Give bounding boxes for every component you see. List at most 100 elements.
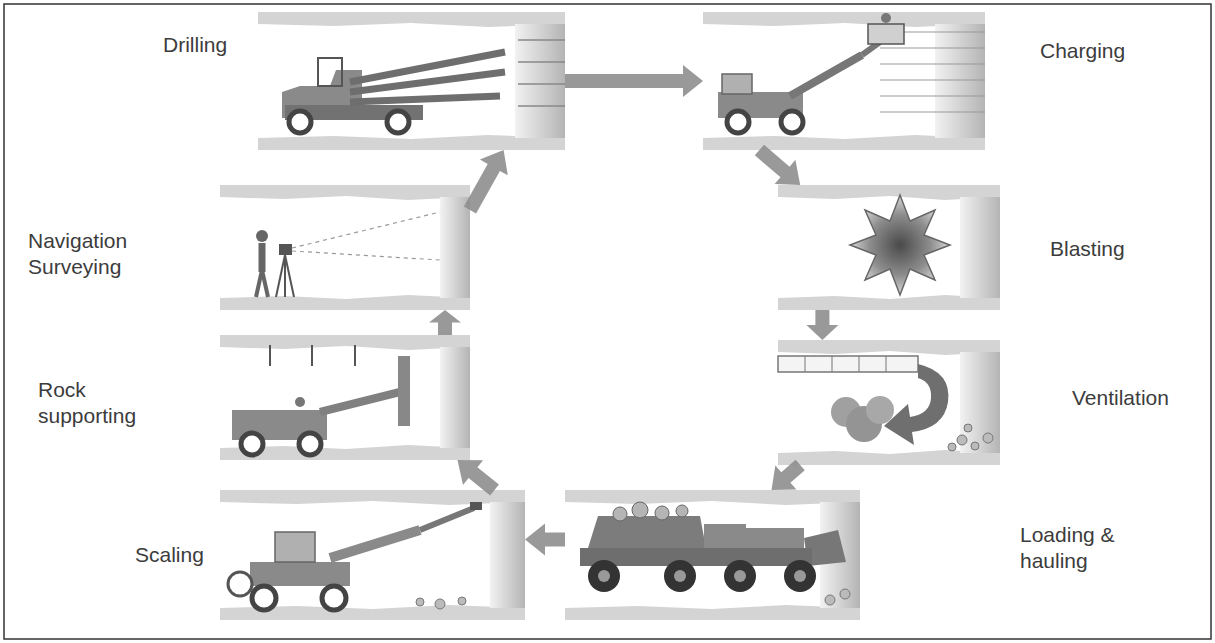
scaling-pick <box>470 502 482 510</box>
flow-arrow <box>429 310 461 335</box>
wheel <box>588 560 620 592</box>
wheel <box>252 586 276 610</box>
truck-box <box>588 516 706 548</box>
duct-joint <box>859 356 860 372</box>
muck-rock <box>948 443 956 451</box>
process-panel: Loading & hauling <box>565 490 860 620</box>
rock-bolt <box>354 345 356 366</box>
wheel-hub <box>598 570 610 582</box>
process-panel: Drilling <box>258 12 565 150</box>
rock-band <box>565 605 860 620</box>
muck-rock <box>957 435 967 445</box>
duct-joint <box>832 356 833 372</box>
muck-rock <box>613 507 627 521</box>
muck-rock <box>655 506 669 520</box>
wheel-hub <box>794 570 806 582</box>
step-label: Rock supporting <box>38 377 150 429</box>
rock-bolt <box>311 345 313 366</box>
muck-rock <box>458 597 466 605</box>
drill-boom <box>350 72 505 92</box>
wheel-hub <box>674 570 686 582</box>
tunnel-face <box>440 197 470 298</box>
muck-rock <box>971 442 979 450</box>
step-label: Charging <box>1040 38 1160 64</box>
duct-joint <box>805 356 806 372</box>
step-label: Ventilation <box>1072 385 1202 411</box>
drill-hole <box>518 61 565 63</box>
process-panel: Rock supporting <box>220 335 470 460</box>
muck-rock <box>840 589 850 599</box>
wheel <box>784 560 816 592</box>
scaler-cab <box>275 532 315 562</box>
scaler-boom <box>420 508 474 530</box>
flow-arrow <box>464 150 508 213</box>
wheel-hub <box>734 570 746 582</box>
tripod-leg <box>284 255 286 297</box>
flow-arrow <box>806 310 838 340</box>
drill-hole <box>880 47 985 48</box>
wheel <box>664 560 696 592</box>
drill-hole <box>880 79 985 80</box>
muck-rock <box>964 424 972 432</box>
vehicle-chassis <box>580 548 812 566</box>
fume-cloud <box>866 396 894 424</box>
drill-hole <box>518 39 565 41</box>
wheel <box>299 433 321 455</box>
drill-hole <box>518 105 565 107</box>
wheel <box>727 111 749 133</box>
wheel <box>241 433 263 455</box>
step-label: Loading & hauling <box>1020 522 1128 574</box>
rock-band <box>565 490 860 505</box>
flow-arrow <box>772 460 805 490</box>
truck-cab <box>704 524 746 550</box>
total-station <box>279 244 292 255</box>
muck-rock <box>632 502 648 518</box>
bolter-mast <box>398 356 410 426</box>
drill-hole <box>880 95 985 96</box>
process-panel: Ventilation <box>778 340 1000 465</box>
tunnel-face <box>515 24 565 138</box>
flow-arrow <box>565 65 703 97</box>
tunnel-face <box>935 24 985 138</box>
tripod-leg <box>276 255 285 297</box>
wheel <box>322 586 346 610</box>
drill-hole <box>880 63 985 64</box>
rock-band <box>220 185 470 200</box>
scaler-boom <box>330 530 420 558</box>
process-panel: Charging <box>703 12 985 150</box>
duct-joint <box>886 356 887 372</box>
wheel <box>387 111 409 133</box>
process-panel: Scaling <box>220 490 525 620</box>
sight-line <box>292 251 440 260</box>
explosion-burst <box>850 195 950 295</box>
flow-arrow <box>458 460 499 495</box>
tunnel-face <box>960 197 1000 298</box>
surveyor <box>262 270 268 297</box>
drill-boom <box>350 96 500 102</box>
flow-arrow <box>755 145 800 185</box>
tunnel-face <box>440 347 470 448</box>
step-label: Drilling <box>163 32 258 58</box>
muck-rock <box>825 595 835 605</box>
airflow-arrow <box>884 364 948 445</box>
charger-cab <box>722 74 752 94</box>
surveyor <box>256 230 268 242</box>
drill-hole <box>518 83 565 85</box>
surveyor <box>259 243 266 272</box>
process-panel: Navigation Surveying <box>220 185 470 310</box>
tripod-leg <box>285 255 294 297</box>
muck-rock <box>435 599 445 609</box>
bolter-boom <box>320 392 400 412</box>
tunnel-face <box>490 502 525 608</box>
worker <box>295 397 305 407</box>
wheel <box>781 111 803 133</box>
muck-rock <box>983 433 993 443</box>
rock-bolt <box>269 345 271 366</box>
charger-boom <box>790 55 862 96</box>
muck-rock <box>676 505 688 517</box>
wheel <box>289 111 311 133</box>
step-label: Scaling <box>135 542 225 568</box>
step-label: Navigation Surveying <box>28 228 144 280</box>
rig-cab <box>318 58 342 86</box>
